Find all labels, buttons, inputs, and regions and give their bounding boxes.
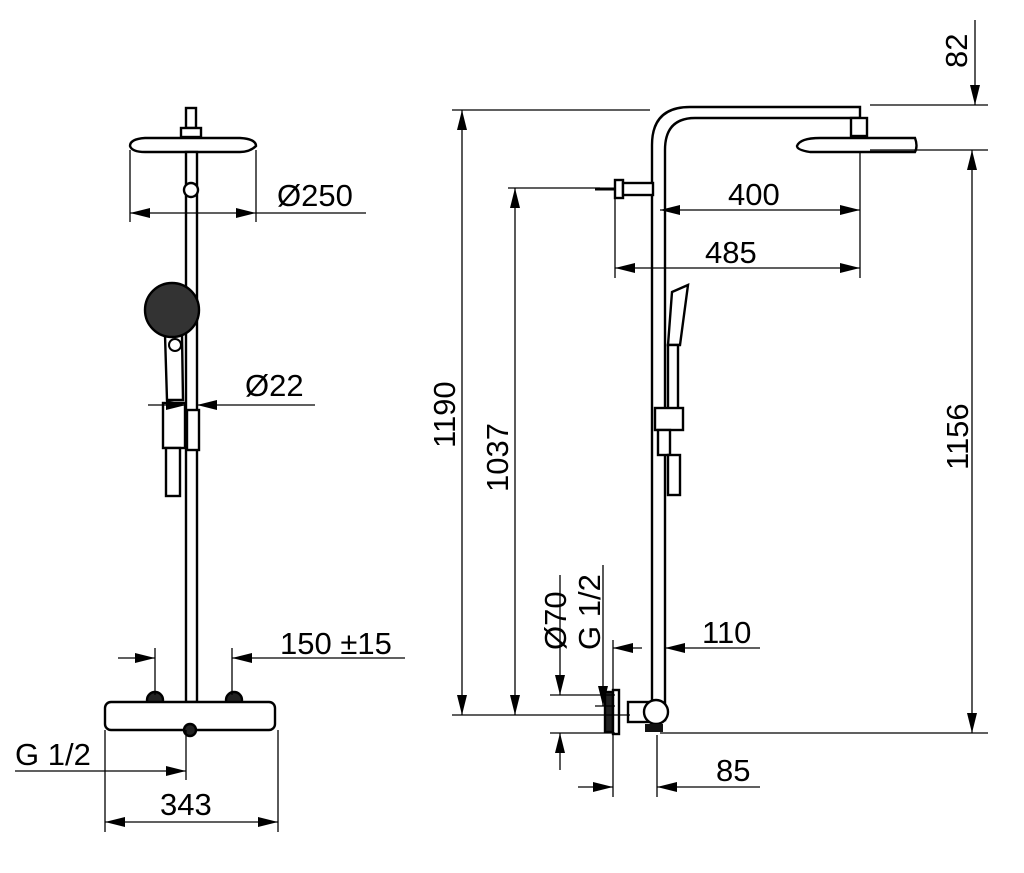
- thermostat-side: [603, 688, 670, 736]
- dim-thermostat-width: 343: [160, 787, 212, 822]
- head-shower-side: [795, 116, 918, 154]
- rail-knob: [182, 181, 200, 199]
- dim-inlet-projection: 85: [716, 753, 750, 788]
- dim-head-diameter: Ø250: [277, 178, 353, 213]
- dim-inlet-thread-front: G 1/2: [15, 737, 91, 772]
- dim-inlet-thread-side: G 1/2: [572, 574, 607, 650]
- side-view: 82 1190 1037 400 485 1156 Ø70 G 1/2: [427, 20, 988, 797]
- dim-rail-diameter: Ø22: [245, 368, 304, 403]
- shower-arm: [650, 105, 862, 722]
- dim-head-offset: 82: [939, 34, 974, 68]
- dim-arm-projection-head: 400: [728, 177, 780, 212]
- dim-head-height: 1156: [940, 403, 975, 470]
- dim-bracket-height: 1037: [480, 423, 515, 492]
- head-shower-front: [128, 106, 258, 154]
- dim-wall-distance: 110: [702, 615, 751, 650]
- dim-arm-projection-total: 485: [705, 235, 757, 270]
- hand-shower-front: [143, 281, 201, 498]
- dim-connection-spacing: 150 ±15: [280, 626, 392, 661]
- wall-bracket: [595, 178, 655, 200]
- hand-shower-side: [653, 283, 690, 497]
- front-view: Ø250 Ø22 150 ±15 G 1/2 343: [15, 106, 405, 832]
- dim-total-height: 1190: [427, 381, 462, 448]
- dim-rosette-diameter: Ø70: [538, 591, 573, 650]
